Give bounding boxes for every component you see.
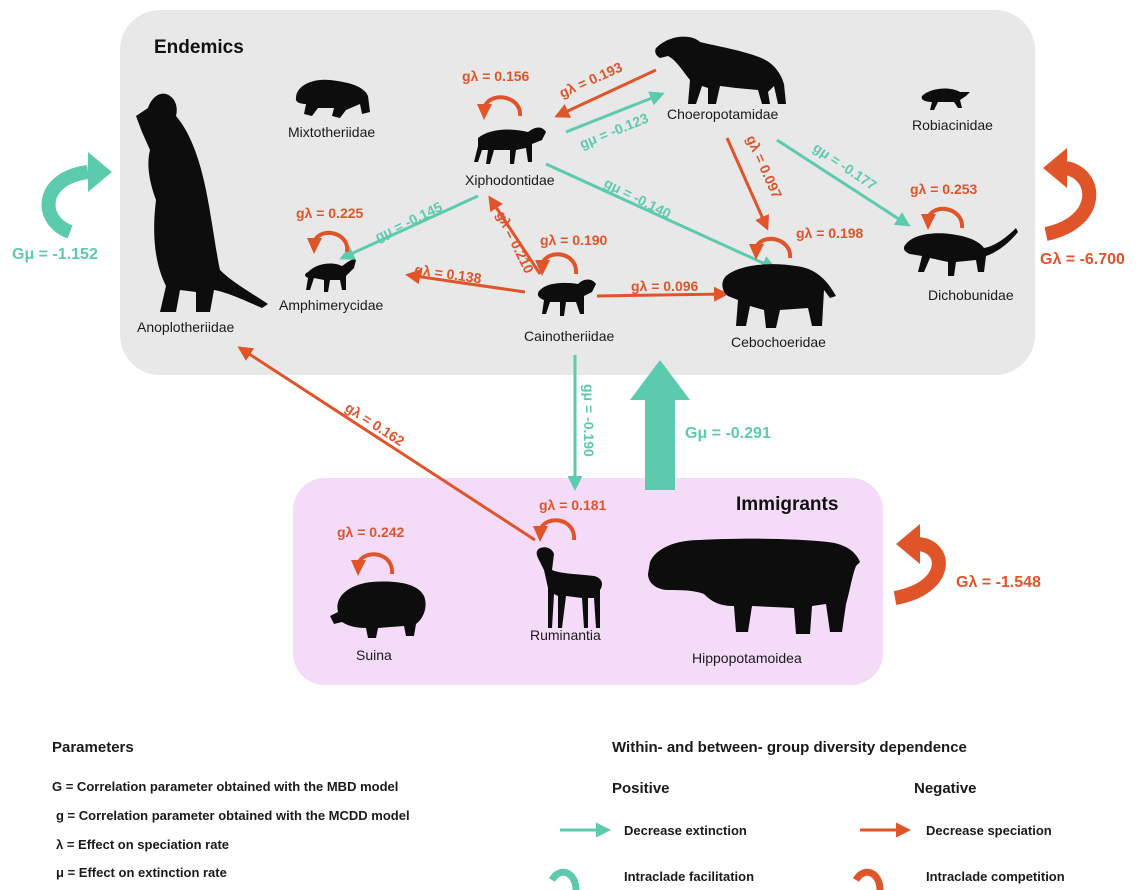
xiphodontidae-silhouette-icon xyxy=(474,127,546,164)
edge-choero-xipho xyxy=(554,68,657,118)
edge-caino-cebo-label: gλ = 0.096 xyxy=(631,278,699,294)
xiphodontidae-self-loop-icon xyxy=(477,95,522,120)
endemics-box xyxy=(120,10,1035,375)
cainotheriidae-self-loop-icon xyxy=(535,252,579,276)
robiacinidae-silhouette-icon xyxy=(921,88,970,110)
edge-choero-cebo xyxy=(725,137,769,231)
edge-caino-xipho xyxy=(488,195,542,275)
dichobunidae-self-loop-icon xyxy=(921,207,965,230)
edge-choero-dicho xyxy=(776,138,911,227)
taxon-label-anoplotheriidae: Anoplotheriidae xyxy=(137,319,235,335)
taxon-label-amphimerycidae: Amphimerycidae xyxy=(279,297,383,313)
edge-xipho-cebo xyxy=(545,162,777,270)
legend-facilitation-loop-icon xyxy=(548,868,580,890)
endemics-title: Endemics xyxy=(154,37,244,58)
legend-positive-title: Positive xyxy=(612,780,670,797)
suina-silhouette-icon xyxy=(330,581,426,638)
legend-positive-item-decrease-extinction: Decrease extinction xyxy=(624,823,747,838)
cainotheriidae-self-loop-label: gλ = 0.190 xyxy=(540,232,608,248)
legend-negative-item-decrease-speciation: Decrease speciation xyxy=(926,823,1052,838)
endemics-left-loop-icon xyxy=(41,152,112,239)
cainotheriidae-silhouette-icon xyxy=(537,279,596,316)
hippopotamoidea-silhouette-icon xyxy=(648,538,860,634)
dichobunidae-silhouette-icon xyxy=(903,228,1018,276)
taxon-label-cebochoeridae: Cebochoeridae xyxy=(731,334,826,350)
legend-negative-item-competition: Intraclade competition xyxy=(926,869,1065,884)
edge-caino-rumin-label: gμ = -0.190 xyxy=(581,384,597,457)
taxon-label-ruminantia: Ruminantia xyxy=(530,627,601,643)
edge-rumin-anoplo xyxy=(237,346,536,542)
suina-self-loop-label: gλ = 0.242 xyxy=(337,524,405,540)
immigrants-title: Immigrants xyxy=(736,494,838,515)
taxon-label-robiacinidae: Robiacinidae xyxy=(912,117,993,133)
cebochoeridae-self-loop-icon xyxy=(749,237,793,260)
legend-parameter-item: μ = Effect on extinction rate xyxy=(56,865,227,880)
amphimerycidae-self-loop-label: gλ = 0.225 xyxy=(296,205,364,221)
taxon-label-choeropotamidae: Choeropotamidae xyxy=(667,106,779,122)
legend-parameter-item: λ = Effect on speciation rate xyxy=(56,837,229,852)
amphimerycidae-self-loop-icon xyxy=(307,231,350,254)
cebochoeridae-self-loop-label: gλ = 0.198 xyxy=(796,225,864,241)
edge-caino-cebo xyxy=(596,286,729,302)
ruminantia-self-loop-label: gλ = 0.181 xyxy=(539,497,607,513)
suina-self-loop-icon xyxy=(351,552,395,576)
immigrants-loop-label: Gλ = -1.548 xyxy=(956,574,1041,591)
choeropotamidae-silhouette-icon xyxy=(655,36,786,104)
ruminantia-self-loop-icon xyxy=(533,518,577,542)
endemics-right-loop-label: Gλ = -6.700 xyxy=(1040,251,1125,268)
mixtotheriidae-silhouette-icon xyxy=(295,79,370,118)
legend-parameter-item: g = Correlation parameter obtained with … xyxy=(56,808,410,823)
taxon-label-cainotheriidae: Cainotheriidae xyxy=(524,328,614,344)
xiphodontidae-self-loop-label: gλ = 0.156 xyxy=(462,68,530,84)
between-groups-label: Gμ = -0.291 xyxy=(685,425,771,442)
endemics-right-loop-icon xyxy=(1043,148,1097,241)
legend-negative-title: Negative xyxy=(914,780,977,797)
taxon-label-xiphodontidae: Xiphodontidae xyxy=(465,172,555,188)
legend-positive-item-facilitation: Intraclade facilitation xyxy=(624,869,754,884)
immigrants-to-endemics-arrow-icon xyxy=(630,360,690,490)
endemics-left-loop-label: Gμ = -1.152 xyxy=(12,246,98,263)
legend-parameter-item: G = Correlation parameter obtained with … xyxy=(52,779,398,794)
edge-caino-amphi xyxy=(405,269,526,294)
immigrants-loop-icon xyxy=(893,524,946,605)
legend-competition-loop-icon xyxy=(852,868,884,890)
taxon-label-mixtotheriidae: Mixtotheriidae xyxy=(288,124,375,140)
edge-xipho-choero xyxy=(565,91,665,134)
dichobunidae-self-loop-label: gλ = 0.253 xyxy=(910,181,978,197)
legend-parameters-title: Parameters xyxy=(52,739,134,756)
legend-dependence-title: Within- and between- group diversity dep… xyxy=(612,739,967,756)
taxon-label-suina: Suina xyxy=(356,647,392,663)
cebochoeridae-silhouette-icon xyxy=(722,264,836,328)
edge-xipho-amphi xyxy=(339,194,479,260)
anoplotheriidae-silhouette-icon xyxy=(136,93,268,312)
taxon-label-dichobunidae: Dichobunidae xyxy=(928,287,1014,303)
ruminantia-silhouette-icon xyxy=(536,547,602,628)
amphimerycidae-silhouette-icon xyxy=(305,259,356,292)
edge-rumin-anoplo-label: gλ = 0.162 xyxy=(342,399,407,449)
taxon-label-hippopotamoidea: Hippopotamoidea xyxy=(692,650,802,666)
